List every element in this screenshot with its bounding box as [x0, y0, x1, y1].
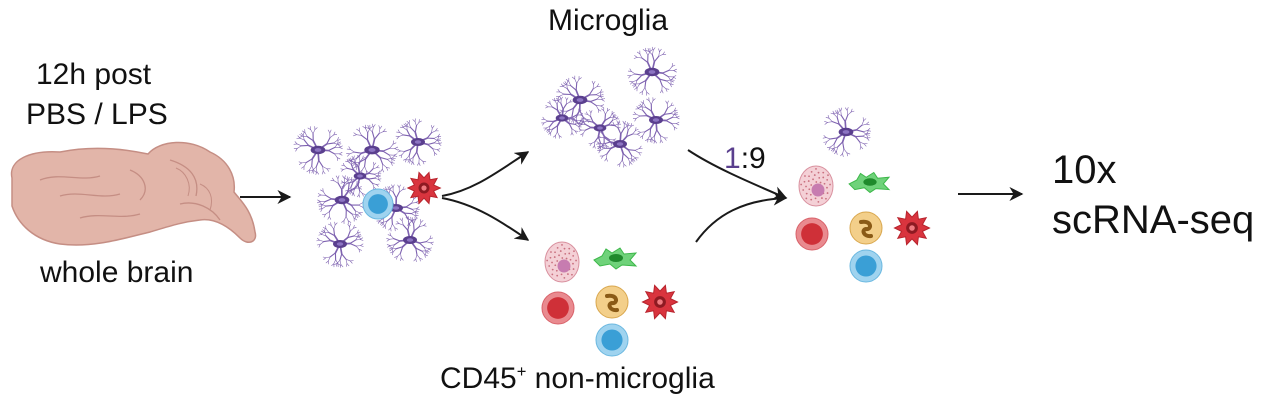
- ratio-rest: :9: [740, 142, 766, 175]
- arrow-icon: [687, 149, 788, 200]
- microglia-icon: [395, 118, 442, 166]
- microglia-icon: [293, 126, 343, 175]
- monocyte-icon: [595, 285, 629, 319]
- nonmicroglia-label: CD45+ non-microglia: [440, 362, 715, 397]
- dendritic-cell-icon: [641, 284, 679, 320]
- arrow-icon: [441, 151, 530, 197]
- nonmicroglia-prefix: CD45: [440, 362, 517, 395]
- microglia-icon: [316, 221, 364, 268]
- method-label-line2: scRNA-seq: [1052, 198, 1255, 242]
- red-cell-icon: [795, 217, 829, 251]
- microglia-icon: [346, 123, 399, 175]
- dendritic-cell-icon: [893, 210, 931, 246]
- microglia-label: Microglia: [548, 4, 669, 37]
- microglia-icon: [632, 97, 680, 144]
- arrow-icon: [695, 191, 788, 243]
- tissue-label: whole brain: [40, 256, 194, 289]
- microglia-icon: [627, 46, 677, 96]
- brain-icon: [10, 141, 257, 246]
- microglia-icon: [596, 120, 643, 168]
- lymphocyte-icon: [849, 249, 883, 283]
- nonmicroglia-suffix: non-microglia: [526, 362, 715, 395]
- method-label-line1: 10x: [1052, 148, 1117, 192]
- amoeboid-cell-icon: [848, 171, 891, 194]
- microglia-icon: [386, 216, 434, 263]
- lymphocyte-icon: [595, 323, 629, 357]
- microglia-icon: [822, 107, 871, 157]
- timepoint-label-line1: 12h post: [36, 58, 152, 91]
- nonmicroglia-superscript: +: [516, 363, 527, 381]
- dendritic-cell-icon: [406, 171, 442, 205]
- microglia-icon: [578, 107, 622, 150]
- ratio-highlight: 1: [724, 142, 741, 175]
- microglia-icon: [317, 175, 367, 225]
- neutrophil-icon: [544, 241, 580, 283]
- neutrophil-icon: [798, 165, 834, 207]
- timepoint-label-line2: PBS / LPS: [26, 98, 168, 131]
- microglia-icon: [340, 154, 382, 198]
- red-cell-icon: [541, 291, 575, 325]
- arrow-icon: [441, 197, 530, 241]
- amoeboid-cell-icon: [593, 247, 638, 270]
- lymphocyte-icon: [362, 188, 394, 220]
- ratio-label: 1:9: [724, 142, 766, 177]
- monocyte-icon: [849, 211, 883, 245]
- microglia-icon: [541, 96, 584, 139]
